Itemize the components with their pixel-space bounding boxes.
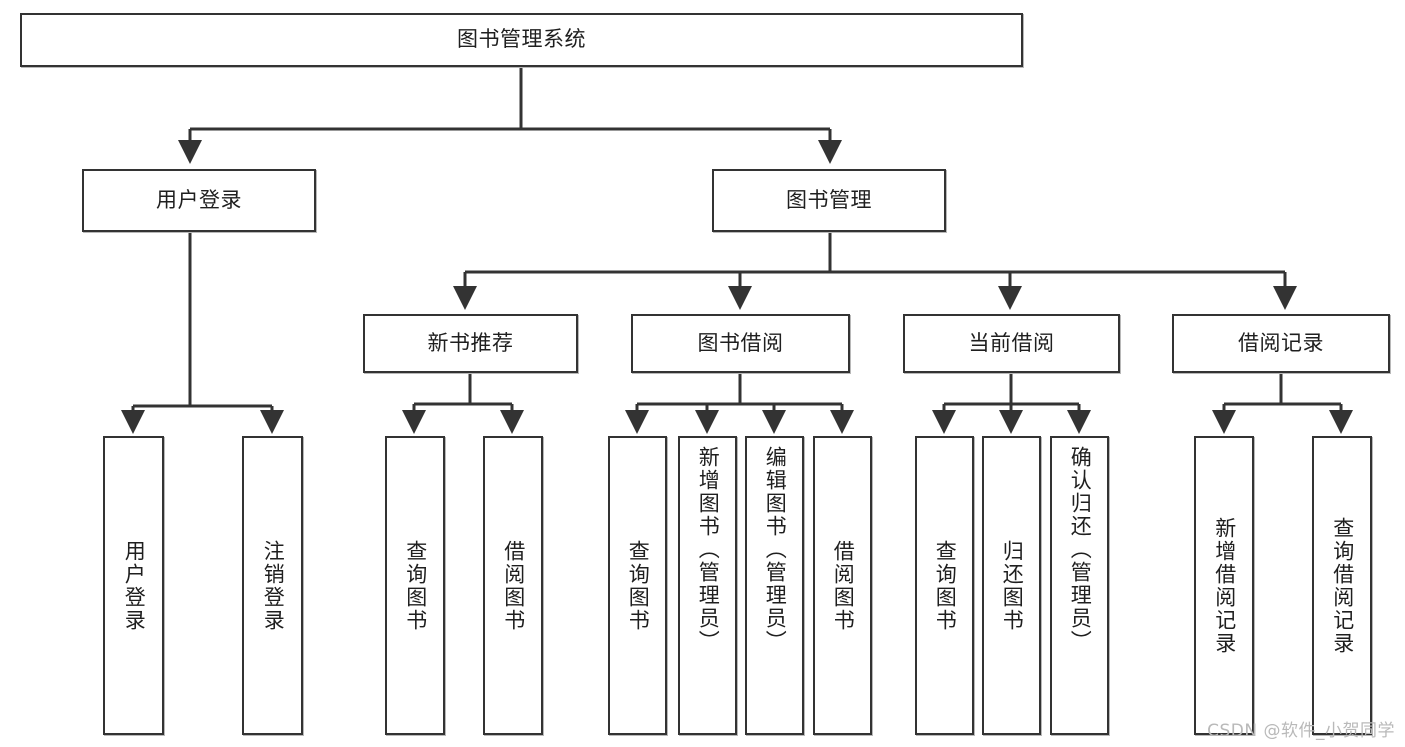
leaf-borrow-book-1-label: 借阅图书 [501, 539, 526, 632]
leaf-query-record[interactable]: 查询借阅记录 [1312, 436, 1372, 735]
leaf-add-record[interactable]: 新增借阅记录 [1194, 436, 1254, 735]
node-current-borrow[interactable]: 当前借阅 [903, 314, 1120, 373]
leaf-query-book-1-label: 查询图书 [403, 539, 428, 632]
node-root-label: 图书管理系统 [457, 27, 586, 52]
leaf-add-book-label: 新增图书（管理员） [696, 446, 721, 653]
leaf-query-book-3[interactable]: 查询图书 [915, 436, 974, 735]
leaf-query-book-2-label: 查询图书 [626, 539, 651, 632]
node-borrow-record[interactable]: 借阅记录 [1172, 314, 1390, 373]
leaf-add-book[interactable]: 新增图书（管理员） [678, 436, 737, 735]
leaf-borrow-book-2[interactable]: 借阅图书 [813, 436, 872, 735]
leaf-query-book-3-label: 查询图书 [933, 539, 958, 632]
leaf-user-login-label: 用户登录 [122, 539, 147, 632]
leaf-borrow-book-2-label: 借阅图书 [831, 539, 856, 632]
leaf-query-record-label: 查询借阅记录 [1330, 516, 1355, 655]
leaf-return-book-label: 归还图书 [1000, 539, 1025, 632]
leaf-user-logout-label: 注销登录 [261, 539, 286, 632]
node-book-manage[interactable]: 图书管理 [712, 169, 946, 232]
leaf-confirm-return-label: 确认归还（管理员） [1068, 446, 1093, 653]
leaf-user-login[interactable]: 用户登录 [103, 436, 164, 735]
leaf-query-book-1[interactable]: 查询图书 [385, 436, 445, 735]
leaf-confirm-return[interactable]: 确认归还（管理员） [1050, 436, 1109, 735]
node-new-book-recommend-label: 新书推荐 [427, 330, 514, 355]
leaf-query-book-2[interactable]: 查询图书 [608, 436, 667, 735]
leaf-edit-book[interactable]: 编辑图书（管理员） [745, 436, 804, 735]
leaf-edit-book-label: 编辑图书（管理员） [763, 446, 788, 653]
node-user-login[interactable]: 用户登录 [82, 169, 316, 232]
node-current-borrow-label: 当前借阅 [968, 330, 1055, 355]
node-book-borrow[interactable]: 图书借阅 [631, 314, 850, 373]
leaf-add-record-label: 新增借阅记录 [1212, 516, 1237, 655]
node-book-borrow-label: 图书借阅 [697, 330, 784, 355]
node-root[interactable]: 图书管理系统 [20, 13, 1023, 67]
leaf-borrow-book-1[interactable]: 借阅图书 [483, 436, 543, 735]
node-borrow-record-label: 借阅记录 [1238, 330, 1324, 355]
node-user-login-label: 用户登录 [156, 187, 242, 212]
leaf-user-logout[interactable]: 注销登录 [242, 436, 303, 735]
node-book-manage-label: 图书管理 [786, 187, 872, 212]
node-new-book-recommend[interactable]: 新书推荐 [363, 314, 578, 373]
leaf-return-book[interactable]: 归还图书 [982, 436, 1041, 735]
